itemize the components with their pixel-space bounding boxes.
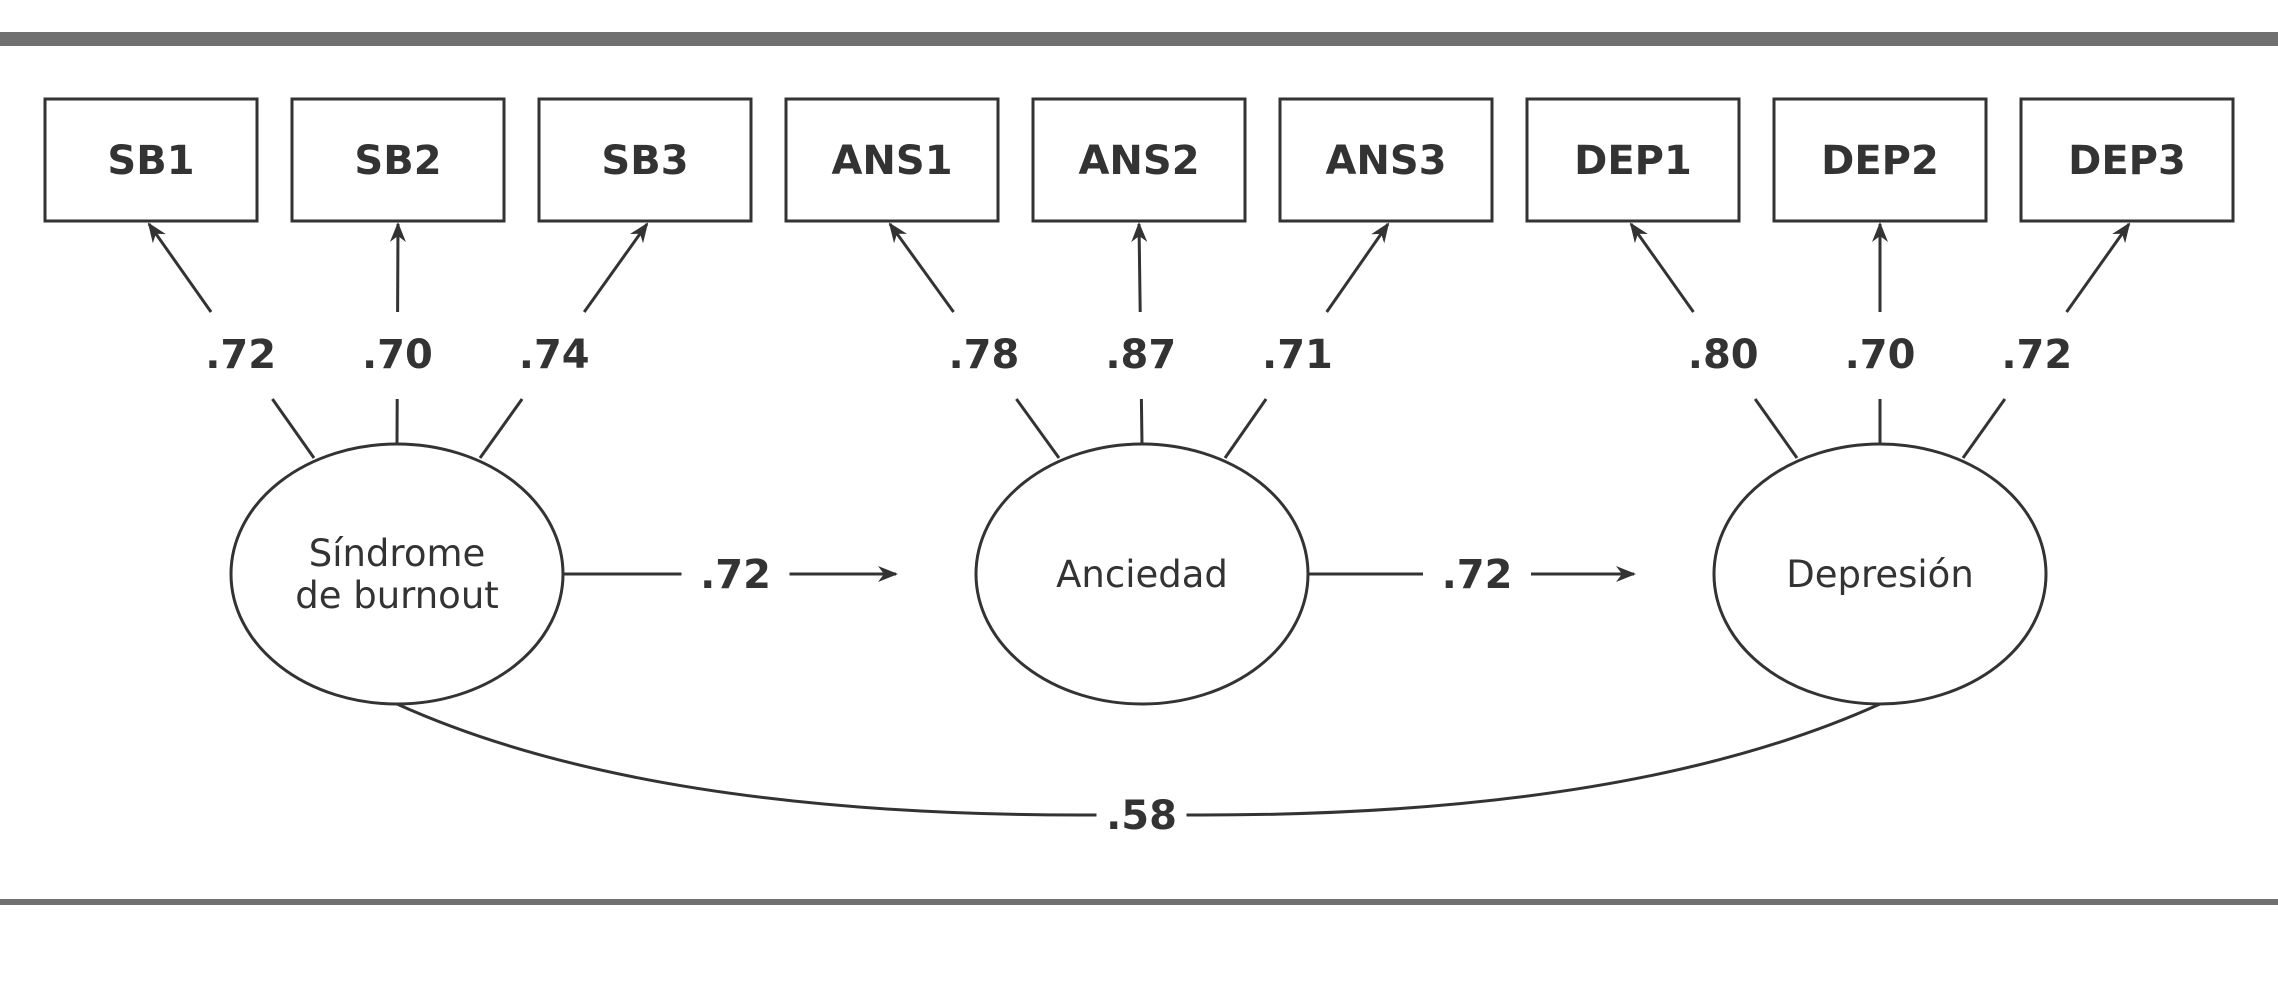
loading-arrow: [888, 222, 955, 313]
loading-path-sb1: .72: [147, 222, 316, 459]
loading-coefficient: .71: [1262, 332, 1333, 378]
indicator-ans1: ANS1: [784, 97, 1000, 223]
indicator-box: [1278, 97, 1494, 223]
loading-arrow: [582, 222, 649, 313]
loading-line-lower: [1961, 398, 2007, 459]
indicator-dep1: DEP1: [1525, 97, 1741, 223]
loading-path-ans2: .87: [1105, 222, 1176, 445]
loading-arrow: [2065, 222, 2131, 313]
latent-label-line: de burnout: [295, 574, 499, 617]
indicator-sb2: SB2: [290, 97, 506, 223]
bottom-rule: [0, 899, 2278, 905]
latent-label-line: Depresión: [1786, 553, 1974, 596]
loading-line-lower: [1753, 398, 1799, 459]
latent-label-line: Anciedad: [1056, 553, 1228, 596]
indicator-label: ANS3: [1325, 138, 1446, 184]
indicator-sb1: SB1: [43, 97, 259, 223]
loading-arrow: [147, 222, 213, 313]
indicator-box: [1031, 97, 1247, 223]
indicator-box: [1525, 97, 1741, 223]
loading-path-dep2: .70: [1845, 222, 1916, 444]
loading-coefficient: .74: [519, 332, 590, 378]
covariance-curve-left: [396, 702, 1097, 817]
loading-line-lower: [271, 398, 316, 459]
indicator-box: [1772, 97, 1988, 223]
loading-path-ans1: .78: [888, 222, 1061, 459]
loading-path-sb2: .70: [362, 222, 433, 445]
latent-ellipse: [229, 442, 565, 706]
loading-line-lower: [1015, 398, 1061, 459]
loading-path-ans3: .71: [1223, 222, 1390, 459]
indicator-label: SB2: [354, 138, 441, 184]
indicator-box: [537, 97, 753, 223]
latent-depression: Depresión: [1712, 442, 2048, 706]
loading-coefficient: .70: [1845, 332, 1916, 378]
loading-coefficient: .72: [205, 332, 276, 378]
loading-coefficient: .70: [362, 332, 433, 378]
structural-path-burnout-anxiety: .72: [563, 552, 898, 598]
structural-path-anxiety-depression: .72: [1308, 552, 1636, 598]
loading-line-lower: [478, 398, 524, 459]
indicator-sb3: SB3: [537, 97, 753, 223]
indicator-label: DEP1: [1574, 138, 1692, 184]
loading-arrow: [1131, 222, 1148, 313]
loading-line-lower: [1223, 398, 1268, 459]
indicator-box: [2019, 97, 2235, 223]
indicator-box: [43, 97, 259, 223]
structural-coefficient: .72: [1442, 552, 1513, 598]
latent-label-line: Síndrome: [309, 532, 486, 575]
indicator-label: ANS1: [831, 138, 952, 184]
covariance-coefficient: .58: [1106, 793, 1177, 839]
indicator-box: [784, 97, 1000, 223]
indicator-ans3: ANS3: [1278, 97, 1494, 223]
loading-coefficient: .80: [1688, 332, 1759, 378]
top-rule: [0, 32, 2278, 46]
indicator-label: SB1: [107, 138, 194, 184]
structural-coefficient: .72: [700, 552, 771, 598]
indicator-label: DEP3: [2068, 138, 2186, 184]
indicator-ans2: ANS2: [1031, 97, 1247, 223]
latent-ellipse: [1712, 442, 2048, 706]
indicator-dep3: DEP3: [2019, 97, 2235, 223]
indicator-label: DEP2: [1821, 138, 1939, 184]
indicator-dep2: DEP2: [1772, 97, 1988, 223]
covariance-path: .58: [396, 702, 1881, 839]
indicator-label: ANS2: [1078, 138, 1199, 184]
loading-path-sb3: .74: [478, 222, 649, 459]
loading-coefficient: .87: [1105, 332, 1176, 378]
latent-ellipse: [974, 442, 1310, 706]
indicator-label: SB3: [601, 138, 688, 184]
latent-anxiety: Anciedad: [974, 442, 1310, 706]
loading-arrow: [1325, 222, 1390, 313]
loading-coefficient: .78: [948, 332, 1019, 378]
loading-path-dep1: .80: [1629, 222, 1799, 459]
loading-coefficient: .72: [2001, 332, 2072, 378]
loading-line-lower: [1139, 398, 1144, 445]
loading-arrow: [1629, 222, 1695, 313]
indicator-box: [290, 97, 506, 223]
loading-path-dep3: .72: [1961, 222, 2131, 459]
covariance-curve-right: [1186, 702, 1881, 817]
